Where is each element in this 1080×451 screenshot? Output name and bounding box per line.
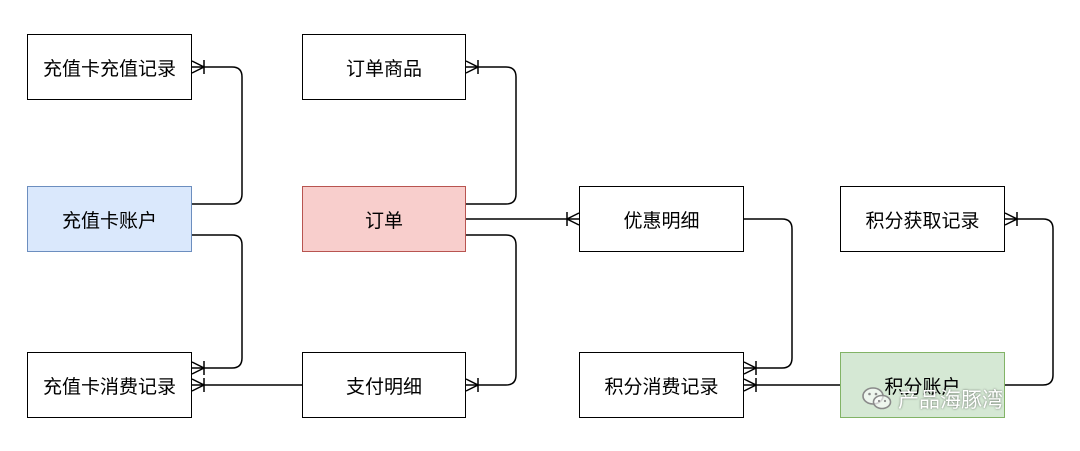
entity-label: 支付明细 <box>345 375 422 398</box>
watermark: 产品海豚湾 <box>862 384 1003 414</box>
entity-label: 充值卡消费记录 <box>42 375 176 398</box>
entity-card-recharge-record: 充值卡充值记录 <box>27 34 192 100</box>
connector-order-to-pay-detail <box>466 234 517 386</box>
watermark-text: 产品海豚湾 <box>898 388 1003 412</box>
entity-order-goods: 订单商品 <box>302 34 466 100</box>
connector-card-account-to-recharge <box>192 66 243 205</box>
crowfoot-marker <box>743 378 758 392</box>
connector-card-account-to-consume <box>192 234 243 369</box>
entity-pay-detail: 支付明细 <box>302 352 466 418</box>
entity-label: 充值卡充值记录 <box>42 57 176 80</box>
crowfoot-marker <box>1004 212 1019 226</box>
wechat-icon <box>862 387 892 410</box>
entity-label: 充值卡账户 <box>61 209 157 232</box>
entity-card-consume-record: 充值卡消费记录 <box>27 352 192 418</box>
entity-points-account: 积分账户 <box>840 352 1005 418</box>
crowfoot-marker <box>565 212 580 226</box>
entity-card-account: 充值卡账户 <box>27 186 192 252</box>
crowfoot-marker <box>465 60 480 74</box>
connector-discount-to-points-consume <box>744 218 793 369</box>
entity-label: 优惠明细 <box>623 209 700 232</box>
entity-order: 订单 <box>302 186 466 252</box>
entity-label: 订单 <box>364 209 403 232</box>
entity-label: 订单商品 <box>345 57 422 80</box>
crowfoot-marker <box>191 378 206 392</box>
entity-points-consume-record: 积分消费记录 <box>579 352 744 418</box>
crowfoot-marker <box>191 60 206 74</box>
entity-label: 积分消费记录 <box>604 375 719 398</box>
connector-order-to-goods <box>466 66 517 205</box>
crowfoot-marker <box>465 378 480 392</box>
entity-label: 积分账户 <box>884 375 961 398</box>
entity-points-gain-record: 积分获取记录 <box>840 186 1005 252</box>
entity-discount-detail: 优惠明细 <box>579 186 744 252</box>
entity-label: 积分获取记录 <box>865 209 980 232</box>
connector-points-account-to-gain <box>1005 218 1054 386</box>
crowfoot-marker <box>191 361 206 375</box>
crowfoot-marker <box>743 361 758 375</box>
